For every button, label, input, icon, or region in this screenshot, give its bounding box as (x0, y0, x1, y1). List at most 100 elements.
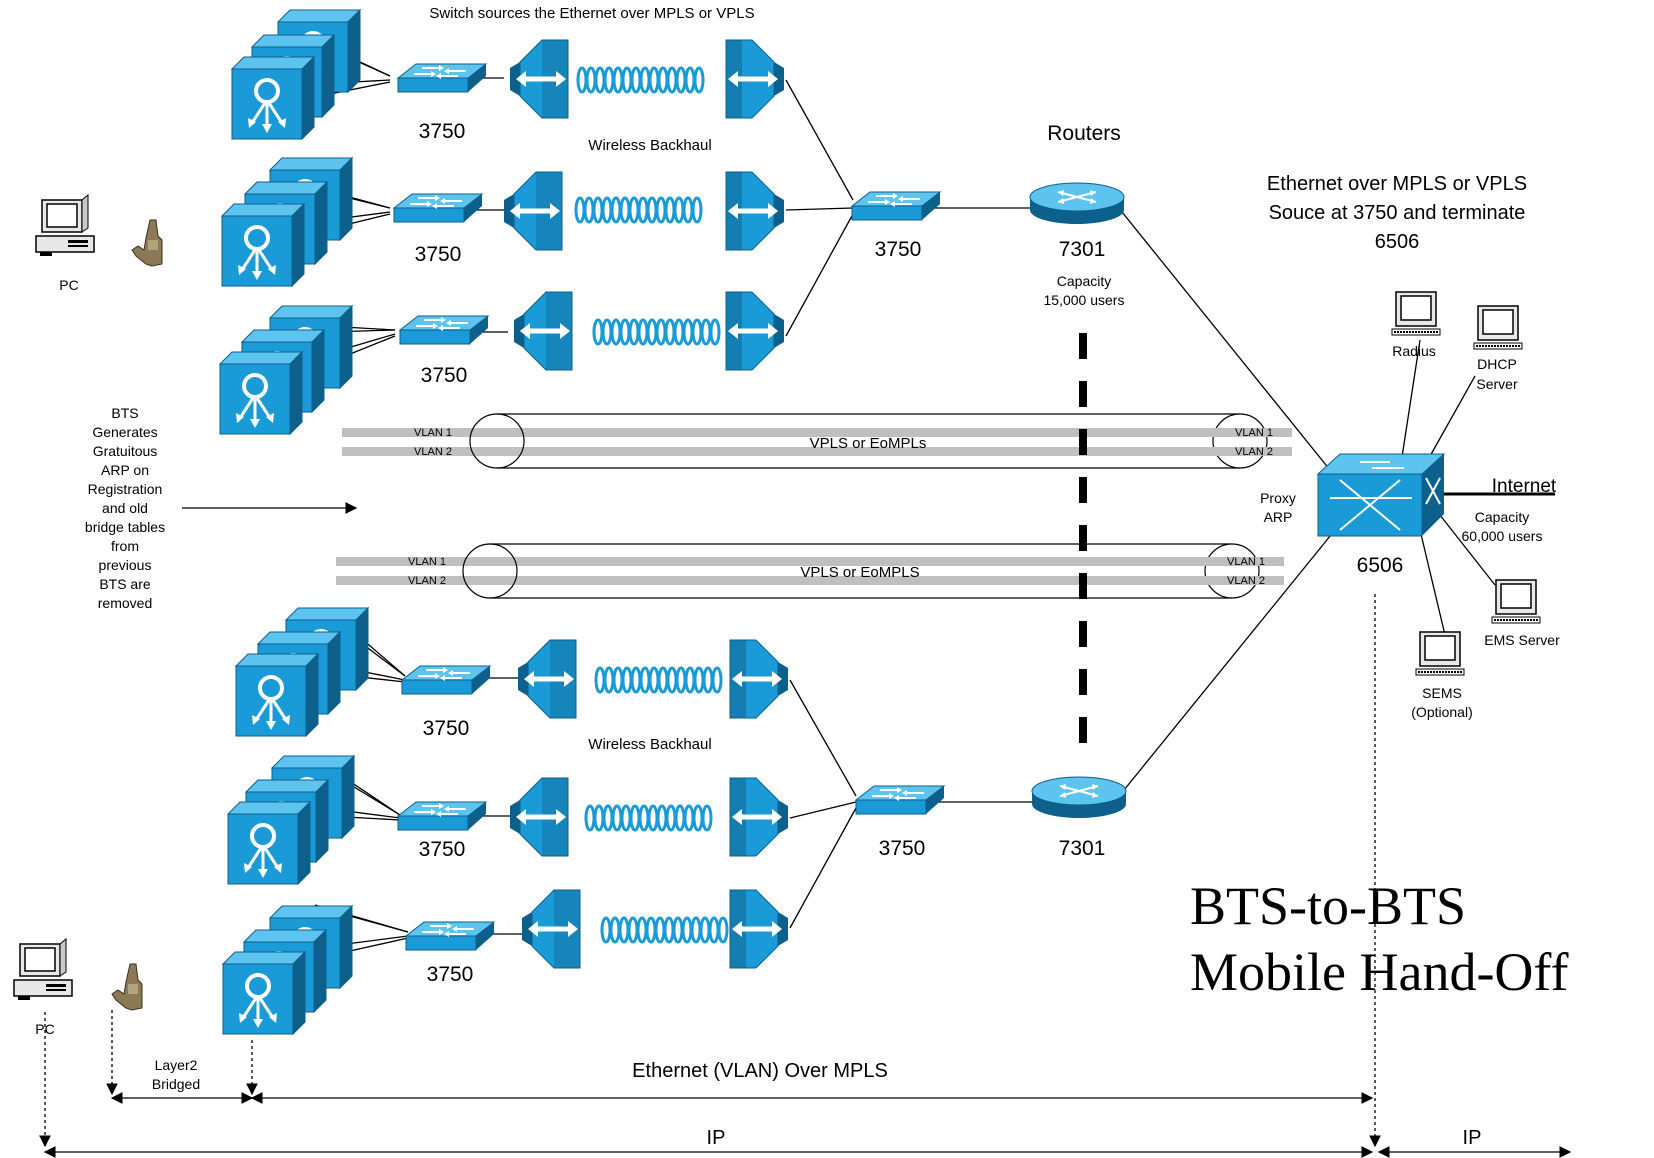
sems-label-line-1: SEMS (1422, 685, 1462, 701)
bts-group-top-1 (230, 8, 362, 141)
pc-bottom-icon (13, 938, 73, 1001)
tunnel-bottom (336, 543, 1284, 599)
bridge-top-3-right (726, 292, 784, 370)
bridge-top-2-right (726, 172, 784, 250)
switch-label-top-3: 3750 (421, 364, 468, 387)
bridge-bottom-2-left (510, 778, 568, 856)
bridge-top-1-left (510, 40, 568, 118)
bts-group-top-3 (218, 304, 354, 436)
svg-text:Generates: Generates (92, 424, 157, 440)
switch-label-top-2: 3750 (415, 243, 462, 266)
core-switch-6506 (1316, 453, 1446, 537)
ems-label: EMS Server (1484, 632, 1560, 648)
router-top (1029, 182, 1125, 225)
switch-label-top-aggregation: 3750 (875, 238, 922, 261)
core-switch-label: 6506 (1357, 554, 1404, 577)
bridge-bottom-1-left (518, 640, 576, 718)
handheld-top-icon (131, 219, 163, 267)
tunnel-top-vlan-2-right: VLAN 2 (1235, 446, 1273, 458)
tunnel-bottom-vlan-2-left: VLAN 2 (408, 575, 446, 587)
internet-label: Internet (1492, 476, 1557, 497)
svg-text:and old: and old (102, 500, 148, 516)
switch-bottom-2 (397, 801, 487, 831)
routers-label: Routers (1047, 122, 1121, 145)
tunnel-top-vlan-2-left: VLAN 2 (414, 446, 452, 458)
svg-text:from: from (111, 538, 139, 554)
svg-text:previous: previous (99, 557, 152, 573)
dhcp-server-icon (1473, 305, 1523, 350)
tunnel-top (342, 413, 1292, 469)
svg-text:bridge tables: bridge tables (85, 519, 165, 535)
bridge-top-2-left (504, 172, 562, 250)
svg-text:BTS are: BTS are (99, 576, 151, 592)
core-capacity-line-2: 60,000 users (1462, 528, 1543, 544)
tunnel-bottom-label: VPLS or EoMPLS (800, 564, 919, 581)
tunnel-bottom-vlan-1-left: VLAN 1 (408, 556, 446, 568)
proxy-arp-line-1: Proxy (1260, 490, 1296, 506)
sems-label-line-2: (Optional) (1411, 704, 1472, 720)
router-label-top: 7301 (1059, 238, 1106, 261)
wireless-coil (594, 666, 723, 694)
radius-label: Radius (1392, 343, 1436, 359)
switch-top-3 (399, 315, 489, 345)
pc-top-icon (35, 194, 95, 257)
bridge-top-1-right (726, 40, 784, 118)
handheld-bottom-icon (111, 963, 143, 1011)
wireless-coil (592, 318, 721, 346)
switch-label-bottom-3: 3750 (427, 963, 474, 986)
bts-group-bottom-3 (221, 904, 354, 1036)
eompls-note-line-3: 6506 (1375, 231, 1420, 253)
tunnel-bottom-vlan-2-right: VLAN 2 (1227, 575, 1265, 587)
title-line-2: Mobile Hand-Off (1190, 942, 1568, 1002)
svg-text:ARP on: ARP on (101, 462, 149, 478)
wireless-coil (584, 804, 713, 832)
layer2-label-line-2: Bridged (152, 1076, 200, 1092)
eompls-note-line-2: Souce at 3750 and terminate (1269, 202, 1526, 224)
eompls-note-line-1: Ethernet over MPLS or VPLS (1267, 173, 1527, 195)
dhcp-label-line-1: DHCP (1477, 356, 1517, 372)
sems-server-icon (1415, 631, 1465, 676)
pc-top-label: PC (59, 277, 78, 293)
bridge-bottom-3-right (730, 890, 788, 968)
router-bottom (1031, 776, 1127, 819)
switch-top-2 (393, 193, 483, 223)
svg-text:removed: removed (98, 595, 152, 611)
switch-label-bottom-1: 3750 (423, 717, 470, 740)
bts-group-bottom-2 (226, 754, 356, 886)
wireless-coils (574, 66, 729, 944)
dhcp-label-line-2: Server (1476, 376, 1518, 392)
bts-group-bottom-1 (234, 606, 370, 738)
proxy-arp-line-2: ARP (1264, 509, 1293, 525)
switch-label-top-1: 3750 (419, 120, 466, 143)
wireless-backhaul-bottom: Wireless Backhaul (588, 736, 711, 753)
wireless-coil (574, 196, 703, 224)
title-line-1: BTS-to-BTS (1190, 876, 1466, 936)
router-capacity-line-1: Capacity (1057, 273, 1111, 289)
top-caption: Switch sources the Ethernet over MPLS or… (429, 5, 754, 22)
tunnel-top-label: VPLS or EoMPLs (810, 435, 927, 452)
router-label-bottom: 7301 (1059, 837, 1106, 860)
ip-label-right: IP (1463, 1127, 1482, 1149)
switch-bottom-1 (401, 665, 491, 695)
bottom-arrows (39, 594, 1572, 1158)
switch-label-bottom-aggregation: 3750 (879, 837, 926, 860)
ip-label-left: IP (707, 1127, 726, 1149)
pc-bottom-label: PC (35, 1021, 54, 1037)
core-capacity-line-1: Capacity (1475, 509, 1529, 525)
svg-text:Registration: Registration (88, 481, 163, 497)
bridge-bottom-1-right (730, 640, 788, 718)
switch-top-1 (397, 63, 487, 93)
tunnel-top-vlan-1-left: VLAN 1 (414, 427, 452, 439)
layer2-label-line-1: Layer2 (155, 1057, 198, 1073)
bts-group-top-2 (220, 156, 354, 288)
eth-vlan-label: Ethernet (VLAN) Over MPLS (632, 1060, 888, 1082)
switch-top-aggregation (851, 191, 941, 221)
switch-label-bottom-2: 3750 (419, 838, 466, 861)
svg-text:BTS: BTS (111, 405, 138, 421)
wireless-coil (600, 916, 729, 944)
switch-bottom-3 (405, 921, 495, 951)
bts-note: BTS Generates Gratuitous ARP on Registra… (85, 405, 165, 611)
tunnel-top-vlan-1-right: VLAN 1 (1235, 427, 1273, 439)
bridge-top-3-left (514, 292, 572, 370)
svg-text:Gratuitous: Gratuitous (93, 443, 158, 459)
